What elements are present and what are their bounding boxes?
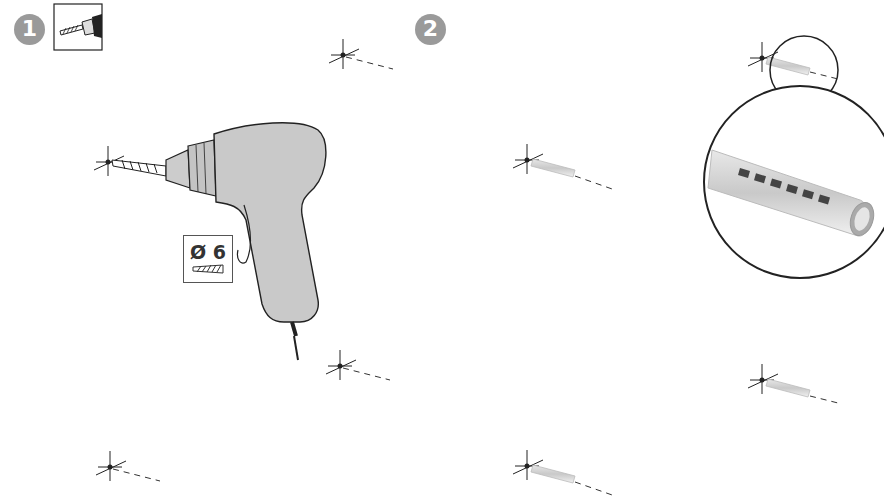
step-number: 2	[415, 14, 446, 45]
hole-marks	[94, 39, 393, 481]
power-drill	[112, 123, 326, 360]
drill-bit-symbol	[192, 263, 224, 275]
plug-rib	[802, 189, 814, 199]
plug-rib	[738, 168, 750, 178]
plug-rib	[770, 179, 782, 189]
drill-size-box: Ø 6	[183, 235, 233, 283]
plug-rib	[754, 173, 766, 183]
step-number-text: 1	[22, 17, 37, 41]
plug-rib	[818, 195, 830, 205]
drill-size-label: Ø 6	[190, 242, 226, 263]
drill-bit-icon	[54, 4, 102, 50]
step-number: 1	[14, 14, 45, 45]
plug-detail	[704, 86, 884, 278]
step-number-text: 2	[423, 17, 438, 41]
plug-rib	[786, 184, 798, 194]
